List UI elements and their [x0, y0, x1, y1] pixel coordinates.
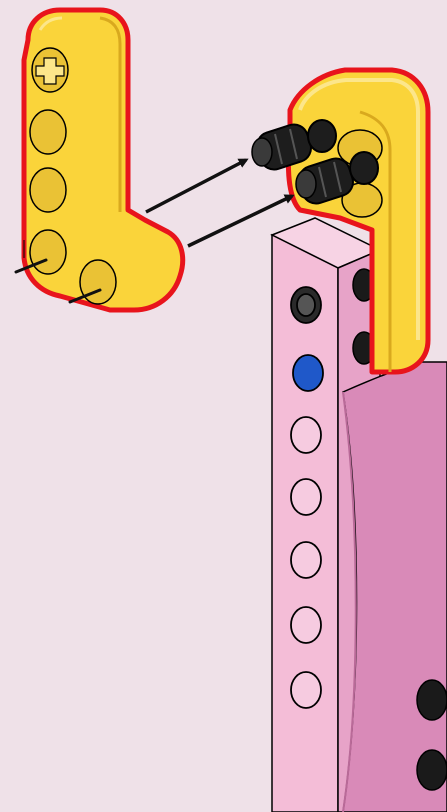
- brick-hole: [291, 607, 321, 643]
- beam-hole: [30, 110, 66, 154]
- side-hole: [417, 750, 447, 790]
- brick-hole: [291, 672, 321, 708]
- beam-hole: [30, 168, 66, 212]
- side-hole: [417, 680, 447, 720]
- axle-hole: [32, 48, 68, 92]
- brick-hole-blue: [293, 355, 323, 391]
- brick-hole: [291, 417, 321, 453]
- brick-curved-panel: [343, 362, 447, 812]
- brick-hole: [291, 542, 321, 578]
- beam-hole: [30, 230, 66, 274]
- brick-hole: [297, 294, 315, 316]
- brick-hole: [291, 479, 321, 515]
